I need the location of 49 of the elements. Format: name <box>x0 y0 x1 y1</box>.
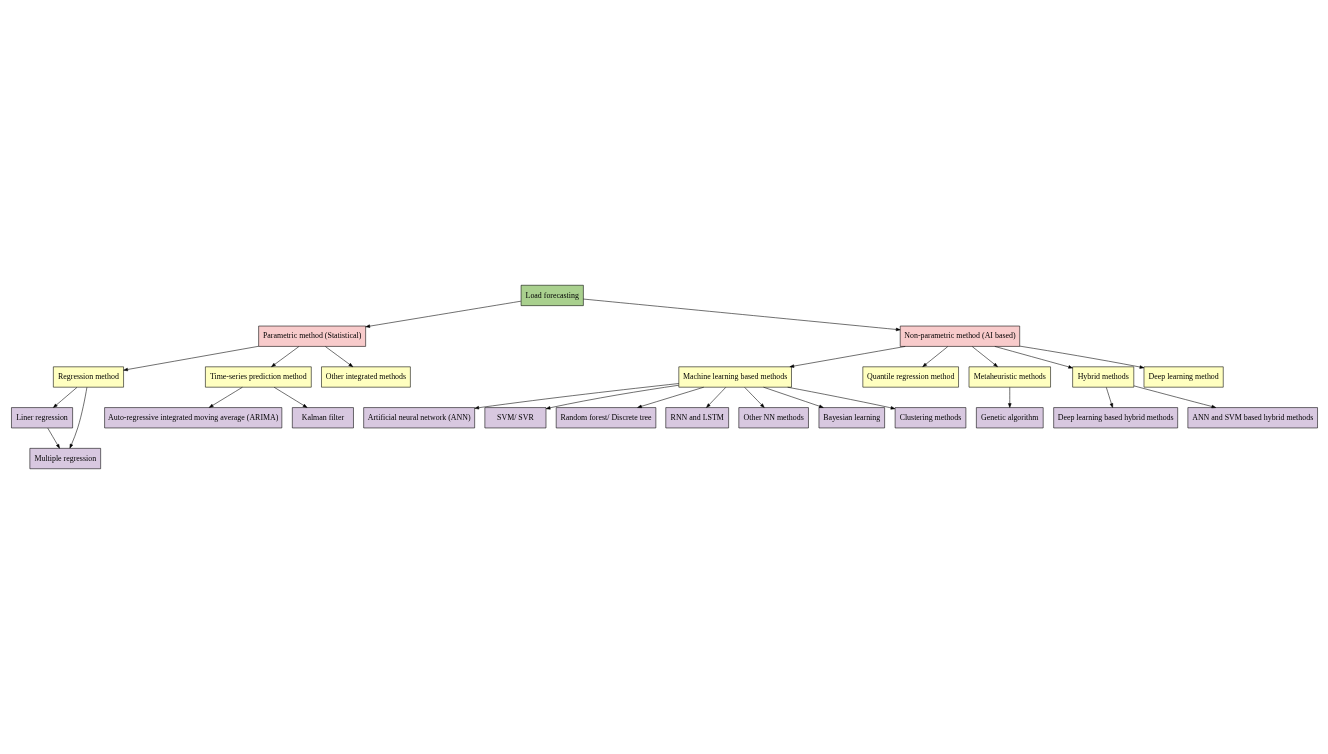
node-box: RNN and LSTM <box>665 407 729 429</box>
node-box: Metaheuristic methods <box>968 366 1051 388</box>
node-box: Artificial neural network (ANN) <box>362 407 475 429</box>
node-box: Hybrid methods <box>1071 366 1134 388</box>
arrow <box>1105 387 1113 408</box>
arrow <box>273 386 307 408</box>
arrow <box>762 386 824 408</box>
node-box: Parametric method (Statistical) <box>257 325 366 347</box>
node-box: Random forest/ Discrete tree <box>555 407 656 429</box>
node-box: Deep learning based hybrid methods <box>1052 407 1178 429</box>
arrow <box>365 300 521 328</box>
arrow <box>545 384 679 410</box>
node-box: Deep learning method <box>1143 366 1224 388</box>
arrow <box>994 346 1073 369</box>
arrow <box>636 386 704 408</box>
node-box: Auto-regressive integrated moving average (ARIMA) <box>103 407 282 429</box>
arrow <box>789 346 906 368</box>
node-box: SVM/ SVR <box>484 407 546 429</box>
arrow <box>1007 387 1011 408</box>
arrow <box>270 346 299 368</box>
node-box: ANN and SVM based hybrid methods <box>1187 407 1318 429</box>
node-box: Multiple regression <box>29 448 101 469</box>
arrow <box>47 427 60 449</box>
arrow <box>1133 385 1216 409</box>
arrow <box>1018 345 1144 369</box>
arrow <box>52 387 77 408</box>
node-box: Other NN methods <box>738 407 809 429</box>
arrow <box>786 386 895 410</box>
arrow <box>122 346 259 372</box>
node-box: Bayesian learning <box>818 407 885 429</box>
node-box: Kalman filter <box>291 407 354 429</box>
arrow <box>582 298 900 332</box>
arrow <box>474 383 679 410</box>
node-box: Regression method <box>52 366 124 388</box>
node-box: Clustering methods <box>894 407 966 429</box>
node-box: Non-parametric method (AI based) <box>899 325 1020 347</box>
node-box: Time-series prediction method <box>204 366 312 388</box>
arrow <box>743 387 765 408</box>
node-box: Liner regression <box>10 407 73 429</box>
arrow <box>971 346 998 368</box>
node-box: Load forecasting <box>520 285 584 306</box>
node-box: Quantile regression method <box>862 366 959 388</box>
arrow <box>208 386 243 408</box>
node-box: Genetic algorithm <box>975 407 1043 429</box>
arrow <box>921 346 948 368</box>
arrow <box>705 387 726 408</box>
node-box: Other integrated methods <box>320 366 411 388</box>
arrow <box>324 346 353 368</box>
arrow <box>69 387 87 449</box>
